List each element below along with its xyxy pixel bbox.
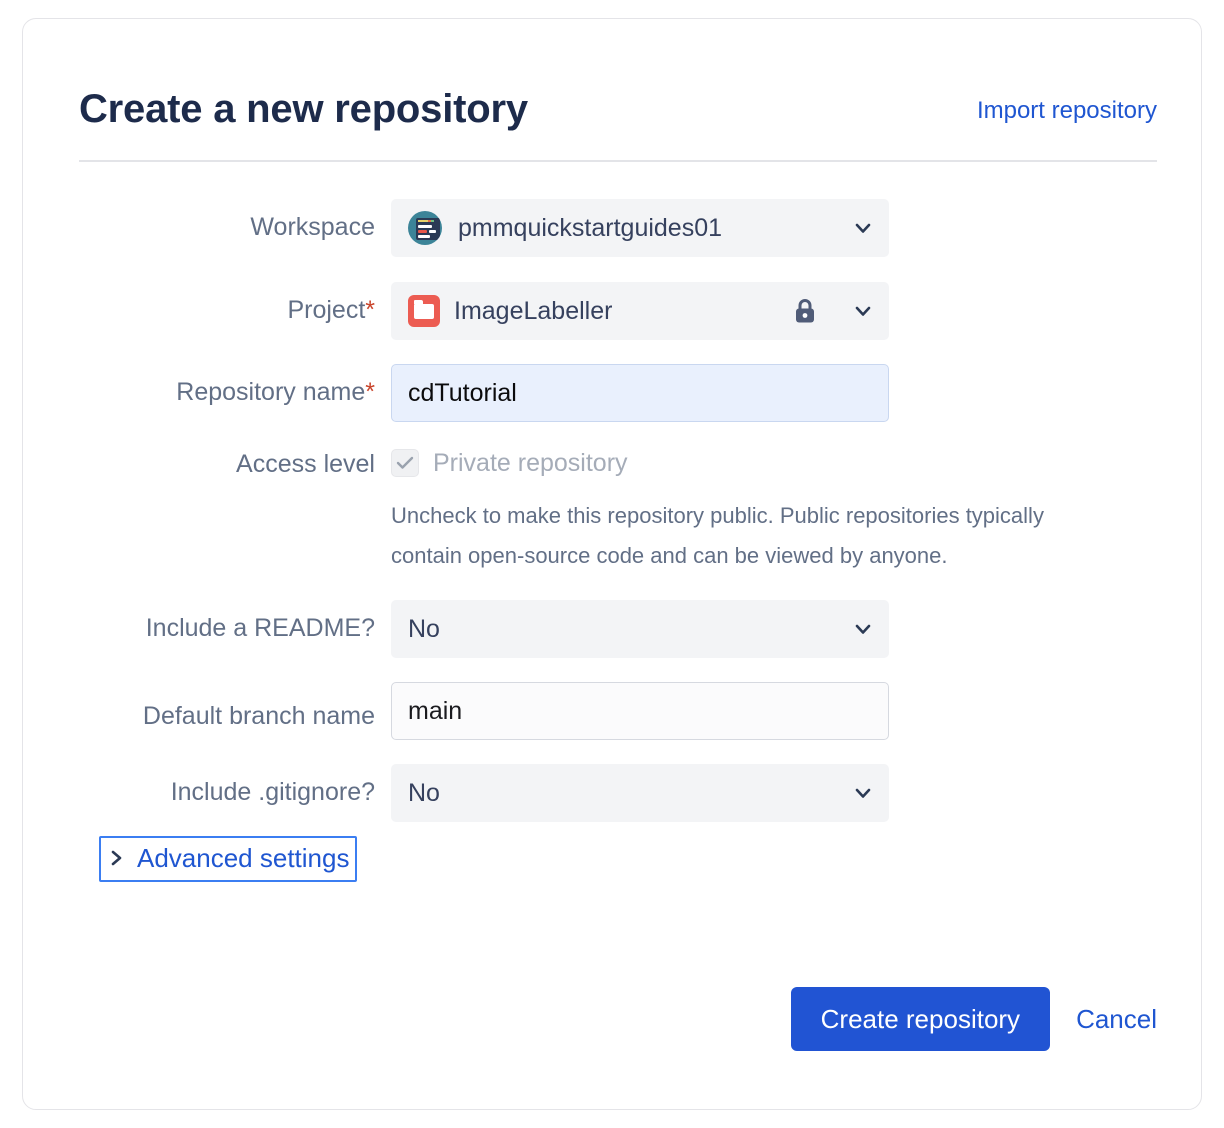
project-select[interactable]: ImageLabeller [391, 282, 889, 340]
form-actions: Create repository Cancel [23, 987, 1157, 1051]
include-readme-label: Include a README? [145, 614, 375, 642]
form-row-include-readme: Include a README? No [23, 600, 1203, 658]
access-level-field: Private repository Uncheck to make this … [391, 446, 1203, 576]
import-repository-link[interactable]: Import repository [976, 97, 1157, 124]
default-branch-label: Default branch name [142, 702, 375, 730]
include-readme-select[interactable]: No [391, 600, 889, 658]
private-repository-label: Private repository [433, 448, 628, 477]
advanced-settings-toggle[interactable]: Advanced settings [99, 836, 358, 882]
workspace-field: pmmquickstartguides01 [391, 199, 1203, 257]
include-gitignore-field: No [391, 764, 1203, 822]
form-row-repository-name: Repository name* [23, 364, 1203, 422]
form-row-advanced-settings: Advanced settings [23, 836, 1203, 888]
project-label: Project* [23, 282, 391, 326]
chevron-down-icon [852, 782, 874, 804]
card-header: Create a new repository Import repositor… [79, 81, 1157, 159]
repository-name-required-mark: * [365, 378, 375, 406]
form-row-include-gitignore: Include .gitignore? No [23, 764, 1203, 822]
chevron-down-icon [852, 300, 874, 322]
project-field: ImageLabeller [391, 282, 1203, 340]
repository-name-input[interactable] [391, 364, 889, 422]
workspace-label: Workspace [250, 213, 375, 241]
workspace-value: pmmquickstartguides01 [458, 213, 723, 242]
project-value: ImageLabeller [454, 296, 613, 325]
default-branch-input[interactable] [391, 682, 889, 740]
default-branch-field [391, 682, 1203, 740]
cancel-button[interactable]: Cancel [1076, 1003, 1157, 1034]
create-repository-button[interactable]: Create repository [790, 987, 1051, 1051]
project-required-mark: * [365, 296, 375, 324]
access-level-help-text: Uncheck to make this repository public. … [391, 503, 1044, 568]
repository-name-label-text: Repository name [176, 378, 366, 406]
include-readme-field: No [391, 600, 1203, 658]
repository-name-field [391, 364, 1203, 422]
include-gitignore-value: No [408, 778, 440, 807]
create-repository-form: Workspace pmmquickstartguides01 Project* [23, 199, 1203, 888]
include-readme-value: No [408, 614, 440, 643]
advanced-settings-label: Advanced settings [137, 843, 350, 873]
header-divider [79, 160, 1157, 162]
chevron-down-icon [852, 217, 874, 239]
private-repository-checkbox-row[interactable]: Private repository [391, 446, 1203, 480]
form-row-default-branch: Default branch name [23, 682, 1203, 740]
chevron-down-icon [852, 618, 874, 640]
page-title: Create a new repository [79, 87, 528, 131]
access-level-label: Access level [236, 450, 375, 478]
form-row-project: Project* ImageLabeller [23, 282, 1203, 340]
private-repository-checkbox[interactable] [391, 449, 419, 477]
lock-icon [792, 297, 818, 325]
form-row-workspace: Workspace pmmquickstartguides01 [23, 199, 1203, 257]
project-label-text: Project [287, 296, 366, 324]
workspace-avatar-icon [408, 211, 442, 245]
chevron-right-icon [109, 848, 125, 868]
create-repository-card: Create a new repository Import repositor… [22, 18, 1202, 1110]
repository-name-label: Repository name* [23, 364, 391, 408]
include-gitignore-label: Include .gitignore? [170, 778, 375, 806]
workspace-select[interactable]: pmmquickstartguides01 [391, 199, 889, 257]
project-folder-icon [408, 295, 440, 327]
form-row-access-level: Access level Private repository Uncheck … [23, 446, 1203, 576]
include-gitignore-select[interactable]: No [391, 764, 889, 822]
